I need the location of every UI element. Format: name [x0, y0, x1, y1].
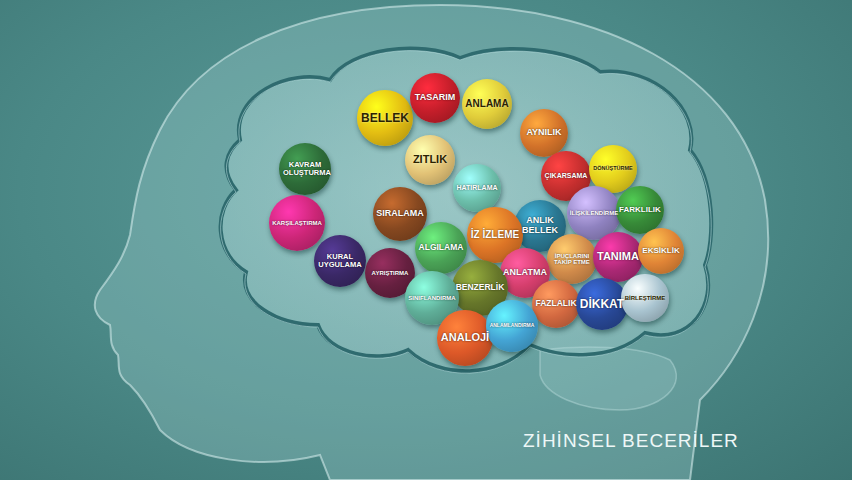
skill-label: ZITLIK	[413, 154, 447, 166]
skill-label: ALGILAMA	[419, 243, 464, 252]
skill-label: TANIMA	[597, 251, 639, 263]
skill-label: FARKLILIK	[619, 206, 661, 215]
skill-label: ANLIK BELLEK	[519, 216, 561, 235]
skill-sphere: EKSİKLİK	[638, 228, 684, 274]
skill-label: BİRLEŞTİRME	[625, 295, 666, 301]
skill-sphere: ZITLIK	[405, 135, 455, 185]
skill-label: İLİŞKİLENDİRME	[570, 210, 618, 216]
skill-sphere: DİKKAT	[576, 278, 628, 330]
skill-sphere: İPUÇLARINI TAKİP ETME	[547, 234, 597, 284]
skill-label: KURAL UYGULAMA	[318, 253, 362, 269]
skill-sphere: KAVRAM OLUŞTURMA	[279, 143, 332, 196]
skill-label: BENZERLİK	[456, 283, 505, 292]
skill-label: TASARIM	[415, 93, 455, 103]
skill-label: İZ İZLEME	[471, 230, 519, 241]
skill-label: ANLATMA	[503, 268, 547, 278]
skill-label: ANALOJİ	[441, 332, 489, 344]
skill-label: EKSİKLİK	[642, 247, 679, 256]
skill-label: SIRALAMA	[376, 209, 424, 219]
skill-label: DÖNÜŞTÜRME	[593, 166, 632, 172]
skill-label: DİKKAT	[580, 298, 624, 311]
cerebellum	[540, 347, 676, 410]
skill-label: SINIFLANDIRMA	[408, 295, 455, 301]
skill-sphere: KARŞILAŞTIRMA	[269, 195, 325, 251]
skill-sphere: ANALOJİ	[437, 310, 493, 366]
skill-label: AYRIŞTIRMA	[372, 270, 409, 276]
skill-label: KAVRAM OLUŞTURMA	[283, 161, 327, 177]
skill-label: ANLAMA	[465, 99, 508, 110]
skill-sphere: FAZLALIK	[532, 280, 580, 328]
skill-label: FAZLALIK	[535, 299, 576, 308]
skill-sphere: TASARIM	[410, 73, 460, 123]
skill-label: HATIRLAMA	[456, 184, 497, 192]
skill-sphere: ANLAMA	[462, 79, 513, 130]
skill-label: ANLAMLANDIRMA	[490, 323, 535, 328]
skill-sphere: ANLAMLANDIRMA	[486, 300, 537, 351]
brain-outline	[221, 49, 712, 372]
skill-sphere: BELLEK	[357, 90, 413, 146]
skill-sphere: HATIRLAMA	[453, 164, 501, 212]
skill-label: AYNILIK	[526, 128, 561, 138]
skill-sphere: FARKLILIK	[616, 186, 665, 235]
skill-label: İPUÇLARINI TAKİP ETME	[551, 253, 593, 266]
head-silhouette	[95, 5, 768, 480]
skill-sphere: BİRLEŞTİRME	[621, 274, 668, 321]
skill-label: ÇIKARSAMA	[545, 172, 588, 180]
skill-label: KARŞILAŞTIRMA	[272, 220, 322, 226]
brain-inner-rim	[221, 51, 712, 374]
skill-sphere: TANIMA	[593, 232, 643, 282]
caption-title: ZİHİNSEL BECERİLER	[523, 430, 739, 452]
skill-sphere: ALGILAMA	[415, 222, 467, 274]
skill-sphere: KURAL UYGULAMA	[314, 235, 367, 288]
skill-label: BELLEK	[361, 112, 409, 125]
skill-sphere: AYNILIK	[520, 109, 568, 157]
